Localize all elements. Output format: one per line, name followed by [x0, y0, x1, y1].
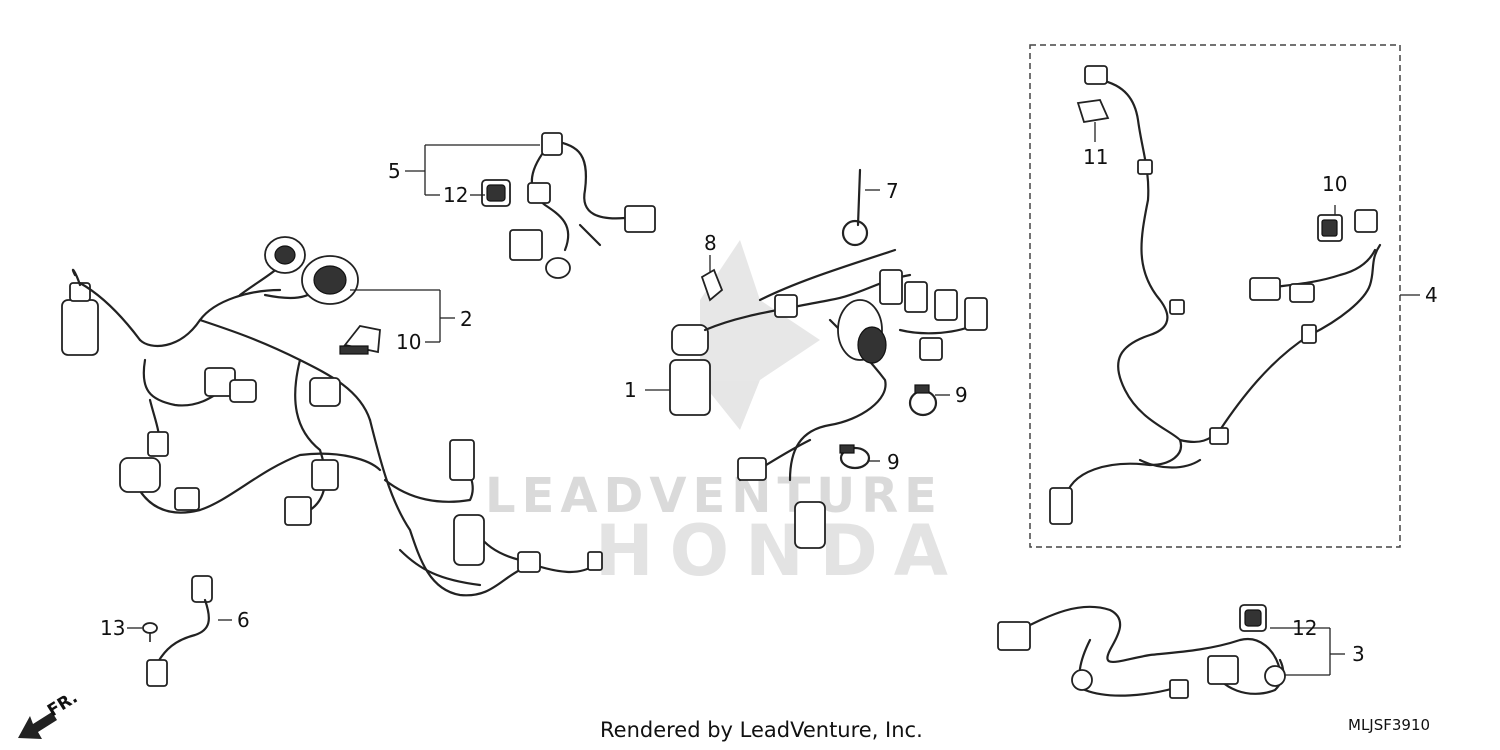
watermark-text-leadventure: LEADVENTURE	[485, 468, 943, 524]
callout-12-lower: 12	[1292, 616, 1317, 640]
part-1-engine-harness[interactable]	[669, 248, 988, 549]
part-13-bolt[interactable]	[142, 622, 158, 642]
part-6-ground-cable[interactable]	[146, 575, 213, 687]
part-12-clip-lower[interactable]	[1239, 604, 1267, 632]
callout-6: 6	[237, 608, 250, 632]
footer-rendered-by: Rendered by LeadVenture, Inc.	[600, 718, 923, 742]
callout-1: 1	[624, 378, 637, 402]
callouts: 1 2 3 4 5 6 7 8 9 9 10 10 11 12 12 13	[100, 145, 1438, 666]
callout-12-upper: 12	[443, 183, 468, 207]
callout-13: 13	[100, 616, 125, 640]
part-11-clip[interactable]	[1076, 99, 1110, 124]
part-10-clip-right[interactable]	[1317, 214, 1343, 242]
part-5-sub-harness[interactable]	[509, 132, 656, 279]
callout-2: 2	[460, 307, 473, 331]
part-4-sub-harness[interactable]	[1049, 65, 1382, 525]
callout-3: 3	[1352, 642, 1365, 666]
leader-lines	[127, 122, 1420, 676]
part-8-clip[interactable]	[700, 268, 724, 302]
callout-8: 8	[704, 231, 717, 255]
part-12-clip-upper[interactable]	[481, 179, 511, 207]
callout-5: 5	[388, 159, 401, 183]
callout-9-lower: 9	[887, 450, 900, 474]
watermark-text-honda: HONDA	[595, 510, 964, 592]
callout-9-upper: 9	[955, 383, 968, 407]
callout-10-left: 10	[396, 330, 421, 354]
diagram-code: MLJSF3910	[1348, 716, 1431, 734]
part-2-main-harness[interactable]	[61, 236, 603, 597]
callout-10-right: 10	[1322, 172, 1347, 196]
watermark: LEADVENTURE HONDA	[485, 240, 964, 592]
part-9-clamp-lower[interactable]	[839, 444, 871, 470]
callout-7: 7	[886, 179, 899, 203]
callout-4: 4	[1425, 283, 1438, 307]
assembly-box-part-4	[1029, 44, 1401, 548]
part-9-clamp-upper[interactable]	[908, 384, 938, 417]
part-7-tie-strap[interactable]	[841, 168, 869, 247]
front-direction-arrow: FR.	[18, 688, 81, 739]
part-3-sub-harness[interactable]	[997, 605, 1286, 699]
callout-11: 11	[1083, 145, 1108, 169]
part-10-clip-left[interactable]	[339, 325, 381, 355]
